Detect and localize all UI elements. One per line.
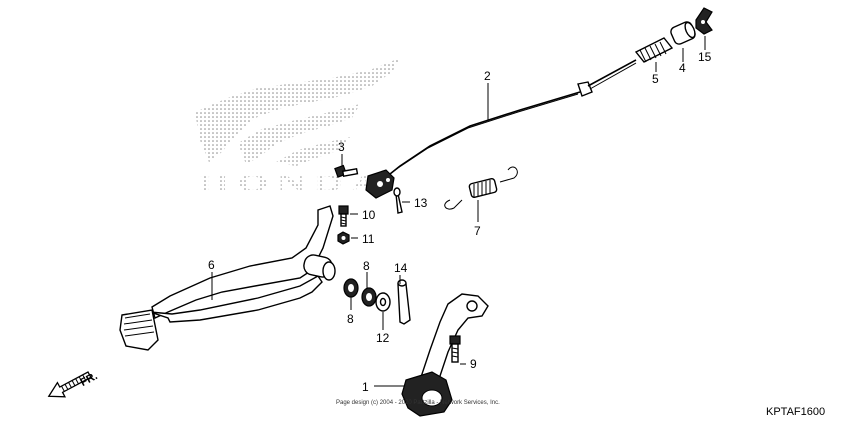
figure-code: KPTAF1600 (766, 406, 825, 418)
callout-14: 14 (394, 261, 408, 275)
spring-7 (444, 166, 518, 210)
bolt-9 (449, 335, 461, 363)
washer-12 (375, 292, 391, 312)
seal-8-upper (361, 287, 377, 307)
cotter-pin-13 (393, 187, 403, 214)
callout-2: 2 (484, 69, 491, 83)
callout-10: 10 (362, 208, 376, 222)
leader-lines (211, 36, 706, 387)
brake-arm-1 (401, 293, 489, 417)
callout-13: 13 (414, 196, 428, 210)
callout-8-upper: 8 (363, 259, 370, 273)
front-direction-label: FR. (78, 370, 99, 389)
callout-12: 12 (376, 331, 390, 345)
callout-9: 9 (470, 357, 477, 371)
copyright-watermark: Page design (c) 2004 - 2020 Partzilla - … (336, 400, 500, 406)
brake-rod-cable (381, 59, 637, 181)
callout-6: 6 (208, 258, 215, 272)
honda-brand-text: HONDA (198, 171, 388, 197)
callout-7: 7 (474, 224, 481, 238)
front-direction-arrow (47, 371, 92, 398)
callout-1: 1 (362, 380, 369, 394)
rod-joint (365, 169, 395, 199)
callout-8-lower: 8 (347, 312, 354, 326)
callout-15: 15 (698, 50, 712, 64)
adjuster-4 (670, 21, 696, 45)
cotter-pin-14 (397, 279, 411, 325)
callout-4: 4 (679, 61, 686, 75)
bolt-10 (338, 205, 349, 227)
seal-8-lower (343, 278, 359, 298)
nut-11 (337, 231, 350, 245)
callout-5: 5 (652, 72, 659, 86)
bolt-3 (334, 164, 359, 178)
wing-nut-15 (695, 7, 713, 35)
spring-5 (634, 37, 674, 63)
callout-11: 11 (362, 232, 375, 246)
callout-3: 3 (338, 140, 345, 154)
brake-pedal (119, 205, 336, 351)
